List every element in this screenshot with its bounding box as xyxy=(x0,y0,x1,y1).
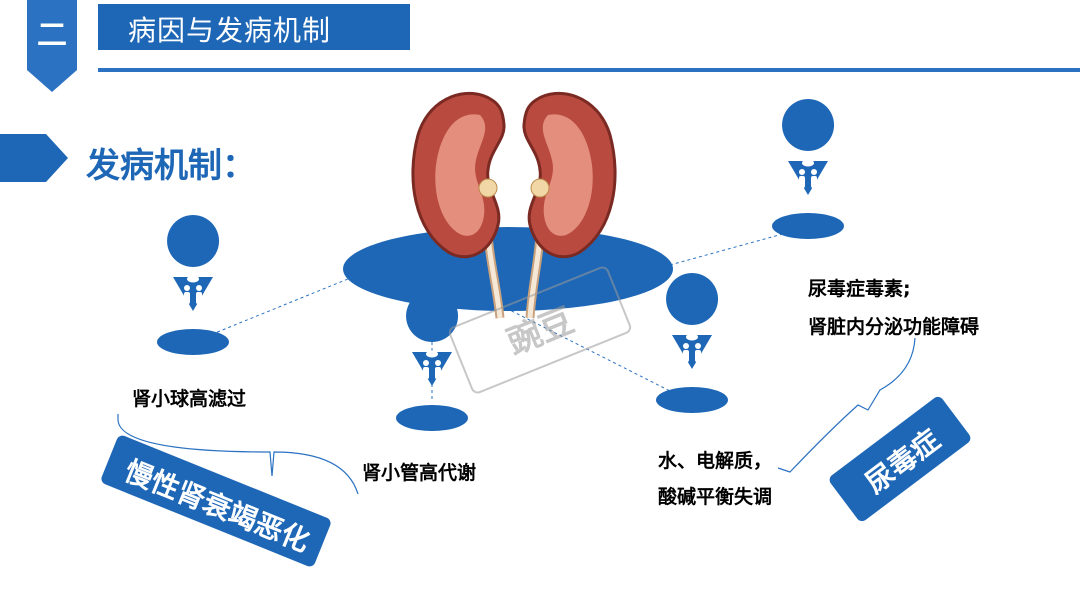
title-rule xyxy=(98,68,1080,72)
uremia-tag xyxy=(829,396,971,522)
page-title: 病因与发病机制 xyxy=(128,14,332,47)
pin-glomerular-icon xyxy=(157,215,229,355)
bracket-left xyxy=(117,414,359,495)
subheading-arrow-icon xyxy=(0,134,68,182)
label-uremic-2: 肾脏内分泌功能障碍 xyxy=(808,316,980,338)
bracket-right xyxy=(777,337,916,473)
label-uremic-1: 尿毒症毒素; xyxy=(808,278,911,300)
subheading: 发病机制： xyxy=(86,146,256,186)
pin-uremic-icon xyxy=(772,99,844,239)
section-number: 二 xyxy=(37,18,67,53)
title-banner xyxy=(98,4,410,54)
kidney-base xyxy=(343,227,673,311)
pin-electrolyte-icon xyxy=(656,273,728,413)
label-tubular: 肾小管高代谢 xyxy=(362,462,477,484)
label-electrolyte-1: 水、电解质， xyxy=(658,450,773,472)
pin-tubular-icon xyxy=(396,290,468,431)
kidney-illustration xyxy=(411,91,617,319)
label-electrolyte-2: 酸碱平衡失调 xyxy=(658,486,773,508)
connector-lines xyxy=(214,231,791,400)
ckd-tag xyxy=(101,435,331,567)
section-number-tab xyxy=(27,0,77,92)
label-glomerular: 肾小球高滤过 xyxy=(132,388,247,410)
